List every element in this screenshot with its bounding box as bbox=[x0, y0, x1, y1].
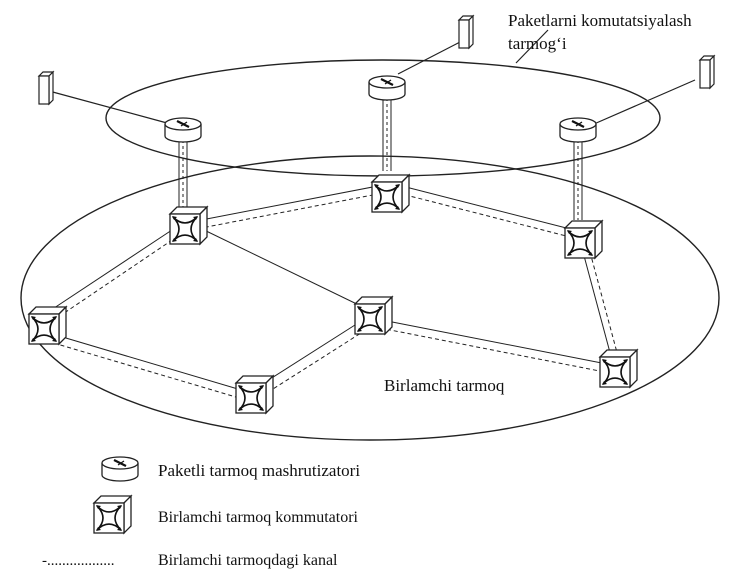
router-left bbox=[163, 116, 203, 144]
switch-g bbox=[599, 349, 638, 388]
packet-network-label-line1: Paketlarni komutatsiyalash bbox=[508, 11, 692, 30]
primary-network-plane bbox=[20, 155, 720, 441]
terminal-left bbox=[38, 71, 54, 105]
terminal-right bbox=[699, 55, 715, 89]
switch-f bbox=[354, 296, 393, 335]
router-top bbox=[367, 74, 407, 102]
router-right bbox=[558, 116, 598, 144]
legend-router-icon bbox=[100, 455, 140, 483]
switch-a bbox=[169, 206, 208, 245]
router-switch-channels bbox=[178, 98, 583, 220]
legend-switch-icon bbox=[93, 495, 132, 534]
legend-switch-label: Birlamchi tarmoq kommutatori bbox=[158, 509, 359, 526]
legend: Paketli tarmoq mashrutizatori Birlamchi … bbox=[42, 455, 360, 569]
switch-d bbox=[28, 306, 67, 345]
terminal-links bbox=[48, 29, 696, 125]
terminal-top bbox=[458, 15, 474, 49]
switch-c bbox=[564, 220, 603, 259]
switch-b bbox=[371, 174, 410, 213]
legend-channel-dots: -.................. bbox=[42, 553, 115, 569]
legend-channel-label: Birlamchi tarmoqdagi kanal bbox=[158, 552, 338, 569]
primary-network-label: Birlamchi tarmoq bbox=[384, 376, 505, 395]
switch-e bbox=[235, 375, 274, 414]
legend-router-label: Paketli tarmoq mashrutizatori bbox=[158, 461, 360, 480]
primary-links bbox=[38, 184, 620, 401]
packet-network-label-line2: tarmog‘i bbox=[508, 34, 567, 53]
